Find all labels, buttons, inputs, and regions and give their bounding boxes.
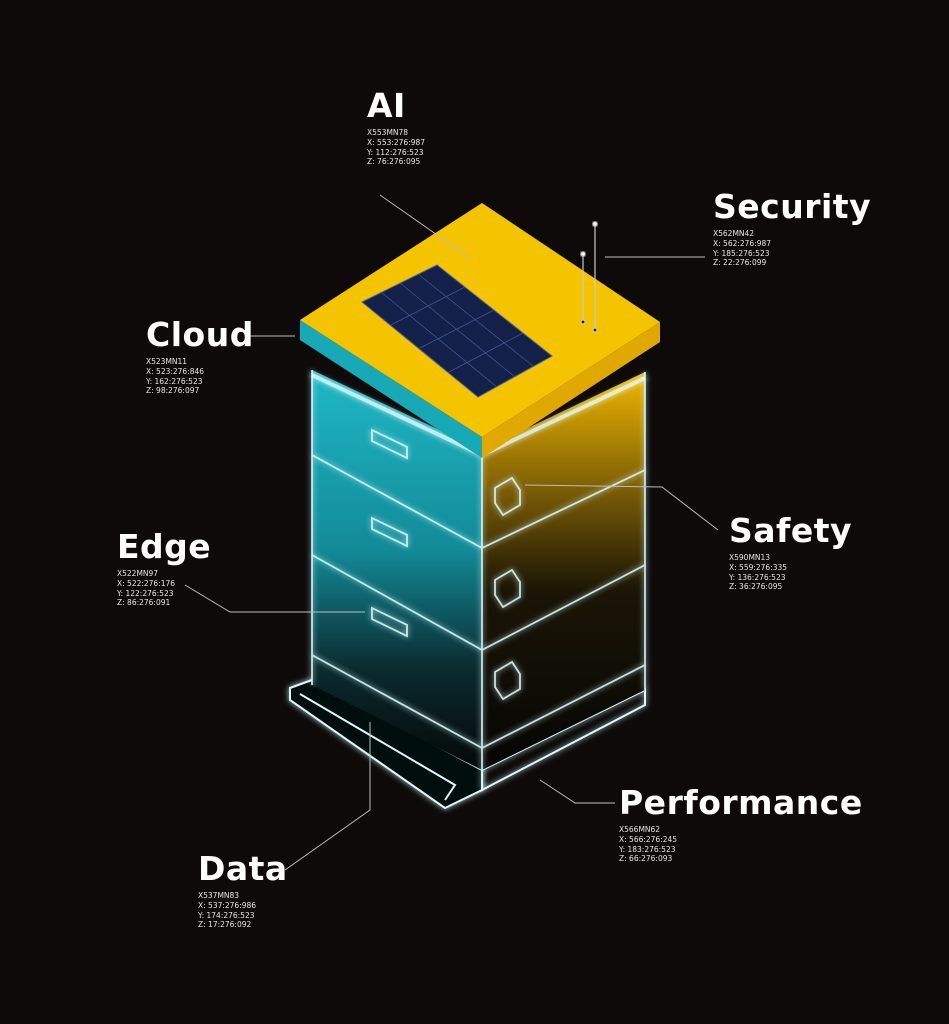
coord-y: Y: 122:276:523 <box>117 588 174 598</box>
label-ai: AI X553MN78 X: 553:276:987 Y: 112:276:52… <box>367 88 425 167</box>
label-code: X562MN42 <box>713 229 755 238</box>
solar-panel <box>361 264 553 398</box>
label-edge: Edge X522MN97 X: 522:276:176 Y: 122:276:… <box>117 529 211 608</box>
coord-x: X: 522:276:176 <box>117 579 176 588</box>
label-cloud: Cloud X523MN11 X: 523:276:846 Y: 162:276… <box>146 317 254 396</box>
label-code: X523MN11 <box>146 357 188 366</box>
leader-edge <box>184 584 365 613</box>
label-code: X566MN62 <box>619 825 661 834</box>
roof-left-edge <box>300 320 482 458</box>
label-code: X537MN83 <box>198 891 240 900</box>
label-performance: Performance X566MN62 X: 566:276:245 Y: 1… <box>619 785 863 864</box>
label-title: AI <box>367 86 406 125</box>
leader-data <box>284 722 371 871</box>
coord-y: Y: 174:276:523 <box>198 910 255 920</box>
label-title: Edge <box>117 527 212 566</box>
label-title: Data <box>198 849 288 888</box>
label-security: Security X562MN42 X: 562:276:987 Y: 185:… <box>713 189 871 268</box>
leader-ai <box>379 194 471 259</box>
coord-x: X: 537:276:986 <box>198 901 257 910</box>
coord-z: Z: 76:276:095 <box>367 157 421 166</box>
leader-performance <box>539 779 615 804</box>
coord-z: Z: 17:276:092 <box>198 920 252 929</box>
leader-safety <box>524 484 719 531</box>
coord-x: X: 559:276:335 <box>729 563 788 572</box>
coord-z: Z: 66:276:093 <box>619 854 673 863</box>
coord-z: Z: 98:276:097 <box>146 386 200 395</box>
label-title: Performance <box>619 783 863 822</box>
hive-box-outlines <box>311 370 646 790</box>
coord-x: X: 523:276:846 <box>146 367 205 376</box>
hive-left-face <box>312 370 482 770</box>
coord-x: X: 562:276:987 <box>713 239 772 248</box>
label-code: X522MN97 <box>117 569 159 578</box>
coord-y: Y: 183:276:523 <box>619 844 676 854</box>
coord-y: Y: 136:276:523 <box>729 572 786 582</box>
label-code: X553MN78 <box>367 128 409 137</box>
leader-lines <box>184 194 719 871</box>
coord-y: Y: 112:276:523 <box>367 147 424 157</box>
coord-y: Y: 185:276:523 <box>713 248 770 258</box>
label-title: Security <box>713 187 872 226</box>
solar-panel-grid <box>380 273 534 388</box>
coord-z: Z: 86:276:091 <box>117 598 171 607</box>
label-code: X590MN13 <box>729 553 771 562</box>
label-title: Safety <box>729 511 853 550</box>
hive-right-face <box>482 372 645 770</box>
antenna-icon <box>580 221 598 333</box>
coord-x: X: 553:276:987 <box>367 138 426 147</box>
label-safety: Safety X590MN13 X: 559:276:335 Y: 136:27… <box>729 513 852 592</box>
coord-x: X: 566:276:245 <box>619 835 678 844</box>
coord-z: Z: 36:276:095 <box>729 582 783 591</box>
coord-y: Y: 162:276:523 <box>146 376 203 386</box>
label-data: Data X537MN83 X: 537:276:986 Y: 174:276:… <box>198 851 288 930</box>
coord-z: Z: 22:276:099 <box>713 258 767 267</box>
roof-right-edge <box>482 322 660 458</box>
label-title: Cloud <box>146 315 254 354</box>
